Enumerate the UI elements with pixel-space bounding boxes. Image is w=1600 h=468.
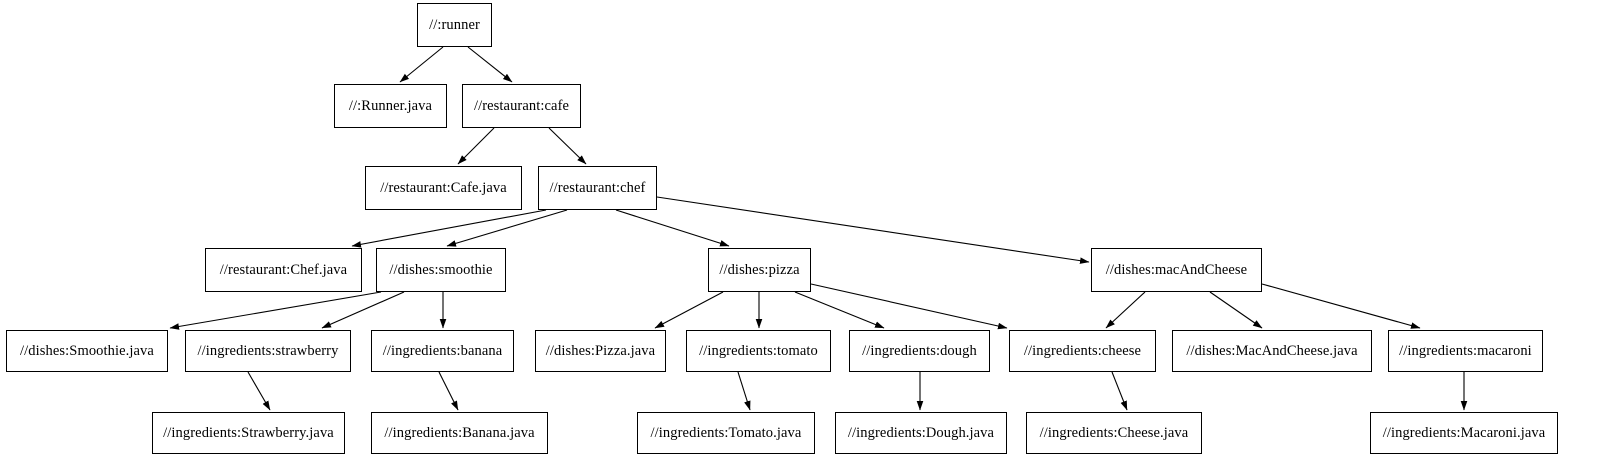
graph-node-label: //ingredients:Cheese.java [1039, 424, 1189, 441]
graph-node-runner[interactable]: //:runner [417, 3, 492, 47]
graph-node-label: //ingredients:Tomato.java [650, 424, 802, 441]
graph-node-pizza_java[interactable]: //dishes:Pizza.java [535, 330, 666, 372]
graph-node-smoothie_java[interactable]: //dishes:Smoothie.java [6, 330, 168, 372]
graph-node-macandcheese_java[interactable]: //dishes:MacAndCheese.java [1172, 330, 1372, 372]
graph-node-label: //ingredients:dough [862, 342, 977, 359]
graph-node-label: //ingredients:tomato [699, 342, 818, 359]
graph-node-strawberry_java[interactable]: //ingredients:Strawberry.java [152, 412, 345, 454]
graph-node-label: //restaurant:chef [549, 179, 646, 196]
graph-node-label: //:Runner.java [348, 97, 433, 114]
graph-node-label: //ingredients:Macaroni.java [1382, 424, 1546, 441]
graph-node-label: //ingredients:cheese [1023, 342, 1142, 359]
graph-node-cafe[interactable]: //restaurant:cafe [462, 84, 581, 128]
graph-node-chef_java[interactable]: //restaurant:Chef.java [205, 248, 362, 292]
graph-node-label: //dishes:smoothie [389, 261, 493, 278]
graph-node-label: //dishes:macAndCheese [1105, 261, 1248, 278]
graph-node-strawberry[interactable]: //ingredients:strawberry [185, 330, 351, 372]
graph-node-smoothie[interactable]: //dishes:smoothie [376, 248, 506, 292]
graph-node-label: //ingredients:macaroni [1399, 342, 1532, 359]
graph-node-label: //ingredients:Dough.java [847, 424, 995, 441]
graph-node-label: //restaurant:Cafe.java [380, 179, 507, 196]
graph-node-label: //ingredients:Strawberry.java [163, 424, 334, 441]
graph-node-dough[interactable]: //ingredients:dough [849, 330, 990, 372]
graph-node-macaroni[interactable]: //ingredients:macaroni [1388, 330, 1543, 372]
graph-node-label: //restaurant:Chef.java [219, 261, 348, 278]
graph-node-dough_java[interactable]: //ingredients:Dough.java [835, 412, 1007, 454]
graph-node-banana_java[interactable]: //ingredients:Banana.java [371, 412, 548, 454]
graph-node-chef[interactable]: //restaurant:chef [538, 166, 657, 210]
graph-node-label: //:runner [429, 16, 480, 33]
graph-node-tomato[interactable]: //ingredients:tomato [686, 330, 831, 372]
graph-node-label: //ingredients:strawberry [197, 342, 339, 359]
graph-node-macandcheese[interactable]: //dishes:macAndCheese [1091, 248, 1262, 292]
graph-node-pizza[interactable]: //dishes:pizza [708, 248, 811, 292]
graph-node-banana[interactable]: //ingredients:banana [371, 330, 514, 372]
graph-node-label: //dishes:MacAndCheese.java [1186, 342, 1358, 359]
graph-node-label: //dishes:pizza [719, 261, 800, 278]
graph-node-label: //ingredients:banana [382, 342, 503, 359]
graph-node-cafe_java[interactable]: //restaurant:Cafe.java [365, 166, 522, 210]
graph-node-macaroni_java[interactable]: //ingredients:Macaroni.java [1370, 412, 1558, 454]
graph-node-cheese[interactable]: //ingredients:cheese [1009, 330, 1156, 372]
graph-node-label: //restaurant:cafe [473, 97, 570, 114]
graph-node-tomato_java[interactable]: //ingredients:Tomato.java [637, 412, 815, 454]
graph-node-cheese_java[interactable]: //ingredients:Cheese.java [1026, 412, 1202, 454]
graph-node-label: //dishes:Pizza.java [545, 342, 656, 359]
graph-node-label: //dishes:Smoothie.java [20, 342, 154, 359]
graph-node-label: //ingredients:Banana.java [384, 424, 535, 441]
graph-node-runner_java[interactable]: //:Runner.java [334, 84, 447, 128]
